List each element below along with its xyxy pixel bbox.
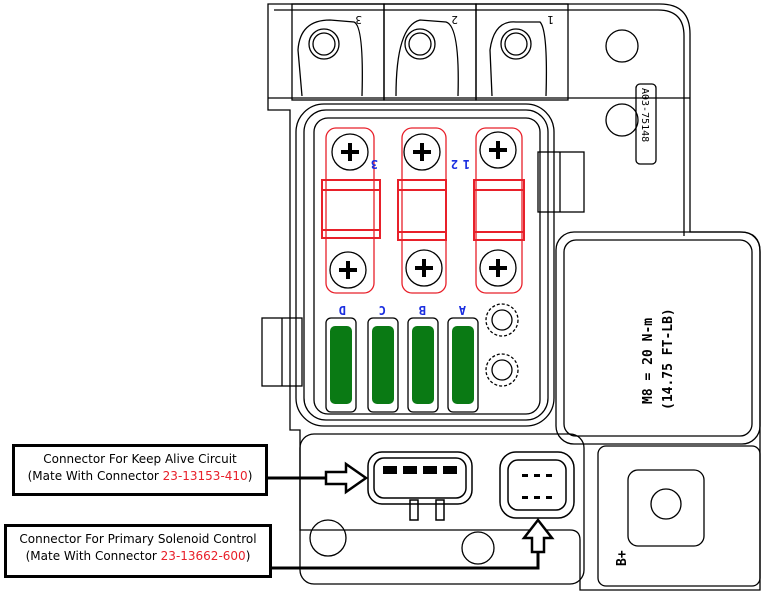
fuse-label-b: B [419,303,426,317]
fuse-label-a: A [458,303,466,317]
fuse-label-d: D [339,303,346,317]
fuse-a [452,326,474,404]
mate-suffix: ) [247,469,253,483]
fuse-d [330,326,352,404]
part-marking: A03-75148 [639,88,650,142]
callout-keep-alive: Connector For Keep Alive Circuit (Mate W… [12,444,268,496]
primary-solenoid-connector [499,451,575,519]
fuse-b [412,326,434,404]
keep-alive-connector [367,451,473,505]
mate-suffix: ) [245,549,251,563]
busbar-label-2: 2 [451,157,458,171]
fuse-c [372,326,394,404]
top-terminal-label-1: 1 [547,13,554,26]
mate-prefix: (Mate With Connector [27,469,163,483]
busbar-3 [325,127,375,294]
part-number: 23-13662-600 [160,549,246,563]
torque-spec-line1: M8 = 20 N-m [641,318,656,404]
torque-spec-line2: (14.75 FT-LB) [661,308,676,410]
mate-prefix: (Mate With Connector [25,549,161,563]
callout-primary-solenoid: Connector For Primary Solenoid Control (… [4,524,272,578]
arrow-solenoid [521,517,555,554]
callout-keep-alive-title: Connector For Keep Alive Circuit [43,452,237,466]
callout-solenoid-title: Connector For Primary Solenoid Control [19,532,257,546]
stud-nut-lower [485,353,519,387]
busbar-label-3: 3 [371,157,378,171]
housing-outline [267,3,761,591]
arrow-keep-alive [324,461,369,495]
part-number: 23-13153-410 [162,469,248,483]
leader-line-solenoid [272,548,540,570]
callout-solenoid-mate: (Mate With Connector 23-13662-600) [7,548,269,565]
callout-keep-alive-mate: (Mate With Connector 23-13153-410) [15,468,265,485]
stud-nut-upper [485,303,519,337]
busbar-label-1: 1 [463,157,470,171]
fuse-label-c: C [379,303,386,317]
top-terminal-label-3: 3 [355,13,362,26]
battery-terminal-label: B+ [615,550,630,566]
housing-inner-outline [274,9,685,236]
busbar-1 [475,127,523,294]
top-terminal-label-2: 2 [451,13,458,26]
